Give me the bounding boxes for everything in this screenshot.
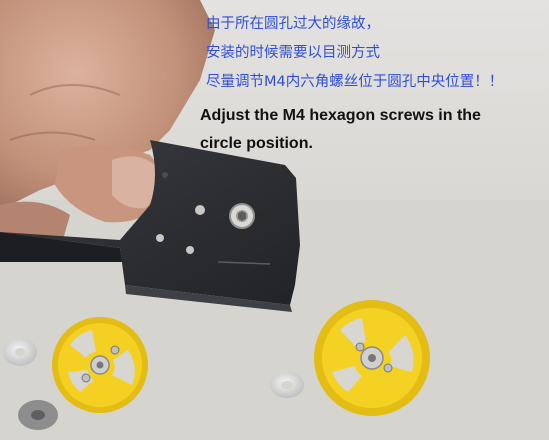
bracket-hole <box>156 234 164 242</box>
caption-chinese-line-3: 尽量调节M4内六角螺丝位于圆孔中央位置！！ <box>206 74 504 90</box>
thumbnail <box>112 156 159 209</box>
bracket-hole <box>195 205 205 215</box>
caption-english-line-2: circle position. <box>200 135 313 152</box>
black-bracket <box>0 140 300 312</box>
yellow-pulley-right <box>314 300 430 416</box>
yellow-pulley-left <box>52 317 148 413</box>
hand <box>0 0 215 255</box>
bracket-hole <box>162 172 168 178</box>
caption-chinese-line-1: 由于所在圆孔过大的缘故， <box>206 16 380 32</box>
caption-english-line-1: Adjust the M4 hexagon screws in the <box>200 107 481 124</box>
bracket-hole <box>186 246 194 254</box>
washer-bottom-left <box>18 400 58 430</box>
washer-left <box>3 338 37 366</box>
caption-chinese-line-2: 安装的时候需要以目测方式 <box>206 45 380 61</box>
washer-middle <box>270 372 304 398</box>
